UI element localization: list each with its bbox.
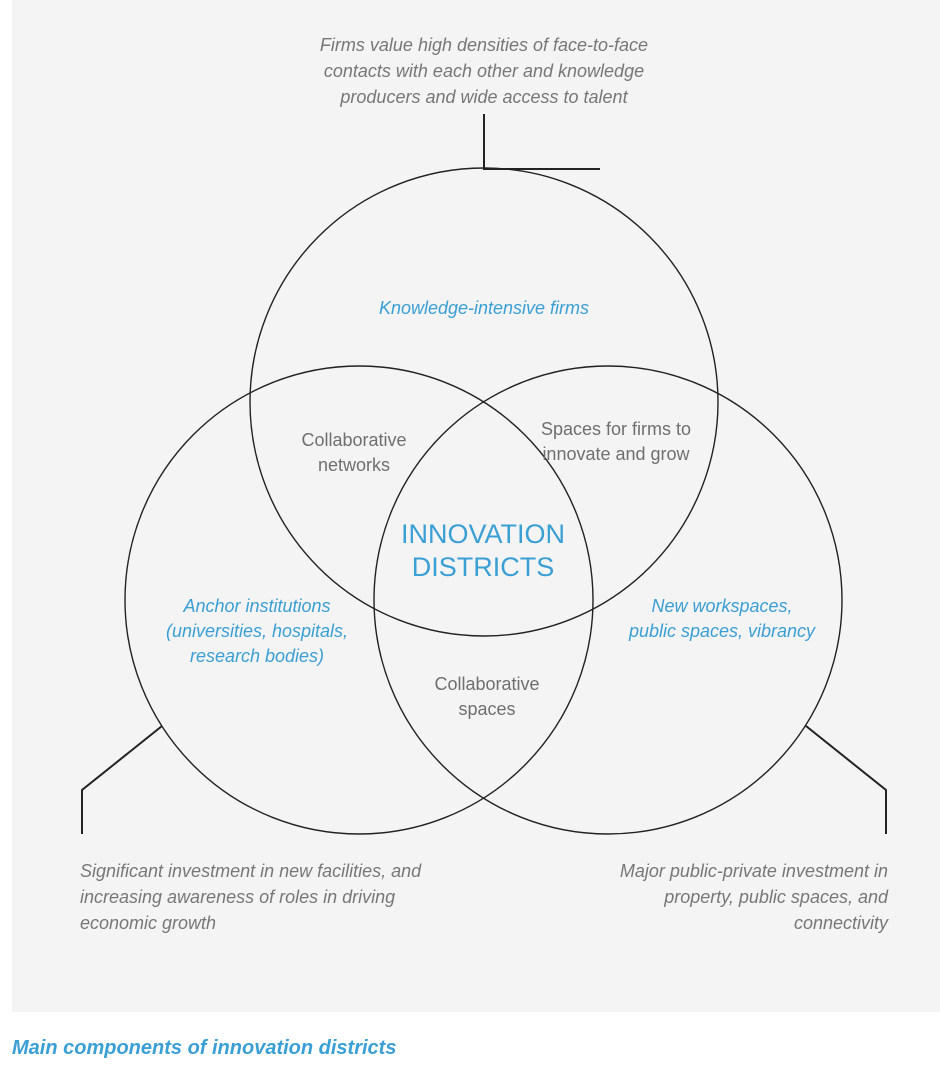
note-bottom-left: Significant investment in new facilities… — [80, 861, 422, 933]
center-title: INNOVATION DISTRICTS — [400, 519, 565, 582]
connector-bottom-left — [81, 725, 163, 834]
circle-new-workspaces — [373, 365, 843, 835]
connector-top — [483, 114, 600, 170]
label-collaborative-networks: Collaborative networks — [301, 430, 407, 475]
label-collaborative-spaces: Collaborative spaces — [434, 674, 540, 719]
note-top: Firms value high densities of face-to-fa… — [319, 35, 649, 107]
note-bottom-right: Major public-private investment in prope… — [619, 861, 888, 933]
figure-caption: Main components of innovation districts — [12, 1037, 397, 1059]
label-anchor-institutions: Anchor institutions (universities, hospi… — [165, 596, 349, 666]
label-knowledge-firms: Knowledge-intensive firms — [378, 298, 590, 318]
label-new-workspaces: New workspaces, public spaces, vibrancy — [628, 596, 816, 641]
circle-anchor-institutions — [124, 365, 594, 835]
connector-bottom-right — [805, 725, 887, 834]
label-spaces-for-firms: Spaces for firms to innovate and grow — [540, 419, 692, 464]
